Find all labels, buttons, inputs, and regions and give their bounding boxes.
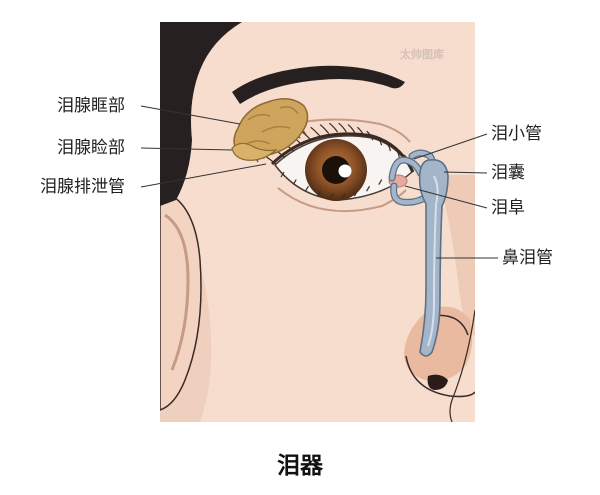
eyelash [328,122,339,133]
eyelash [319,124,330,134]
lower-eyelash [341,193,346,199]
lower-eyelash [292,179,297,185]
lower-eyelash [280,171,285,178]
duct-highlight [427,175,439,347]
face-contour [449,309,475,422]
nose-wing-outline [405,355,475,398]
label-palpebral-part: 泪腺睑部 [57,138,125,158]
label-sac: 泪囊 [491,163,525,183]
eye-highlight [338,164,352,178]
watermark: 太帅图库 [400,48,444,61]
hair [160,22,242,206]
nostril [427,374,448,390]
eyelash [394,147,400,158]
lower-lid-fold [277,187,407,213]
lower-eyelash [304,185,309,192]
ear [160,189,202,411]
label-canaliculus: 泪小管 [491,124,542,144]
lower-eyelash [353,190,358,197]
nose-tip [404,306,473,381]
eyebrow [232,65,405,104]
gland-lobule-texture [245,106,299,145]
ear-fold [164,213,190,371]
leader-punctum [404,185,488,209]
lower-eyelash [366,185,371,192]
leader-sac [443,171,488,174]
palpebral-lobe [231,142,278,161]
nose-bridge-shadow [438,175,475,335]
eyelash [366,130,374,141]
eyelash [338,122,347,133]
figure-caption: 泪器 [277,453,323,479]
label-punctum: 泪阜 [491,198,525,218]
eyelash [347,124,356,134]
label-orbital-part: 泪腺眶部 [57,96,125,116]
leader-canaliculus [413,133,488,160]
upper-eyelid-line [270,132,415,173]
lower-eyelash [317,190,322,197]
eyelash [375,135,383,146]
label-excretory-ducts: 泪腺排泄管 [40,177,125,197]
lower-eyelash [378,179,383,185]
leader-orbital-part [140,105,241,125]
eyelash [310,126,321,137]
eyelash [384,141,391,152]
leader-excretory-ducts [140,163,267,188]
face-region [160,22,475,422]
leader-lines [140,105,498,259]
lower-eyelash [329,193,334,199]
label-nasolacrimal-duct: 鼻泪管 [502,248,553,268]
eyelash [356,126,365,137]
lower-canaliculus [391,183,431,205]
leader-palpebral-part [140,147,233,151]
